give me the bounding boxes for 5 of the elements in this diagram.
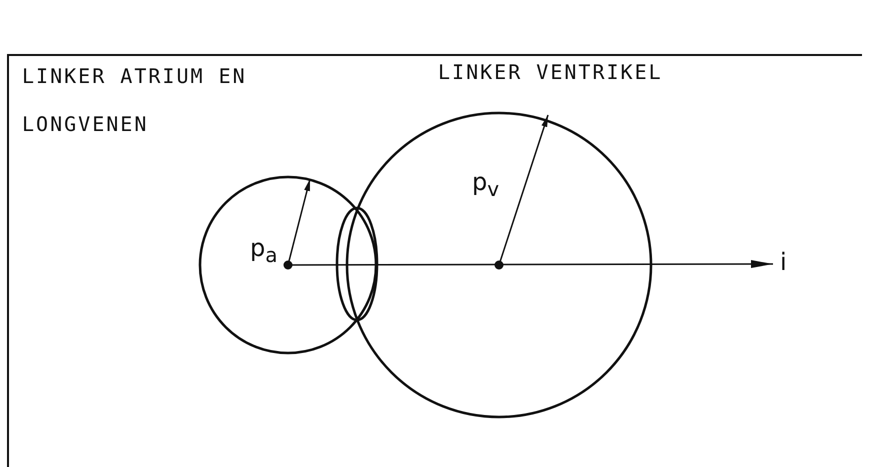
pressure-symbol: p$_{v}$ [472,168,500,203]
current-symbol: i [780,248,787,276]
chamber-label: LINKER ATRIUM EN LONGVENEN [22,63,248,138]
chamber-label: LINKER VENTRIKEL [438,59,663,86]
pressure-symbol: p$_{a}$ [250,234,278,269]
